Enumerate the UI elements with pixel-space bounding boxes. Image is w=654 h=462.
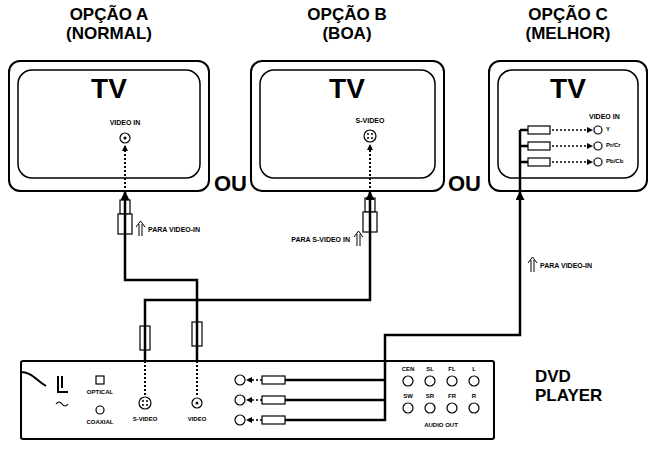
option-heading: OPÇÃO C (MELHOR) xyxy=(513,6,623,43)
option-heading: OPÇÃO A (NORMAL) xyxy=(54,6,164,43)
cable-connector xyxy=(145,192,370,360)
or-label: OU xyxy=(214,172,248,196)
insert-arrow xyxy=(369,145,371,192)
jack-label: S-VIDEO xyxy=(340,117,400,125)
device-label: DVD PLAYER xyxy=(535,368,615,405)
panel-label: OPTICAL xyxy=(78,389,122,396)
cable-note: PARA VIDEO-IN xyxy=(540,262,640,270)
panel-label: COAXIAL xyxy=(78,419,122,426)
tv-screen xyxy=(18,70,200,178)
s-video-jack xyxy=(364,130,376,142)
panel-label: S-VIDEO xyxy=(125,416,165,423)
tv-set: OPÇÃO B (BOA)TVS-VIDEO xyxy=(250,60,445,192)
tv-screen xyxy=(260,70,435,178)
insert-arrow xyxy=(124,146,126,192)
tv-label: TV xyxy=(307,74,387,105)
dvd-player: DVD PLAYERS-VIDEOVIDEOOPTICALCOAXIALCENS… xyxy=(20,360,495,440)
panel-label: CEN xyxy=(396,366,420,373)
panel-label: AUDIO OUT xyxy=(406,422,476,429)
direction-arrows xyxy=(136,221,537,272)
cable-note: PARA VIDEO-IN xyxy=(148,226,238,234)
cable-connector xyxy=(385,192,520,360)
panel-label: SR xyxy=(418,393,442,400)
cable-connector xyxy=(125,192,197,360)
jack-label: Y xyxy=(606,126,636,133)
panel-label: FL xyxy=(440,366,464,373)
jack-label: Pb/Cb xyxy=(606,158,636,165)
dvd-panel xyxy=(20,361,479,425)
panel-label: SW xyxy=(396,393,420,400)
jack-label: VIDEO IN xyxy=(589,113,635,121)
panel-label: R xyxy=(462,393,486,400)
or-label: OU xyxy=(448,172,482,196)
option-heading: OPÇÃO B (BOA) xyxy=(292,6,402,43)
tv-label: TV xyxy=(528,74,608,105)
panel-label: SL xyxy=(418,366,442,373)
cable-note: PARA S-VIDEO IN xyxy=(240,236,350,244)
tv-set: OPÇÃO C (MELHOR)TVVIDEO INYPr/CrPb/Cb xyxy=(488,60,648,192)
cable-plugs xyxy=(118,198,377,350)
video-jack xyxy=(120,133,130,143)
tv-set: OPÇÃO A (NORMAL)TVVIDEO IN xyxy=(8,60,210,192)
panel-label: L xyxy=(462,366,486,373)
panel-label: FR xyxy=(440,393,464,400)
tv-label: TV xyxy=(69,74,149,105)
panel-label: VIDEO xyxy=(177,416,217,423)
component-jacks xyxy=(520,126,602,192)
jack-label: Pr/Cr xyxy=(606,142,636,149)
jack-label: VIDEO IN xyxy=(95,119,155,127)
